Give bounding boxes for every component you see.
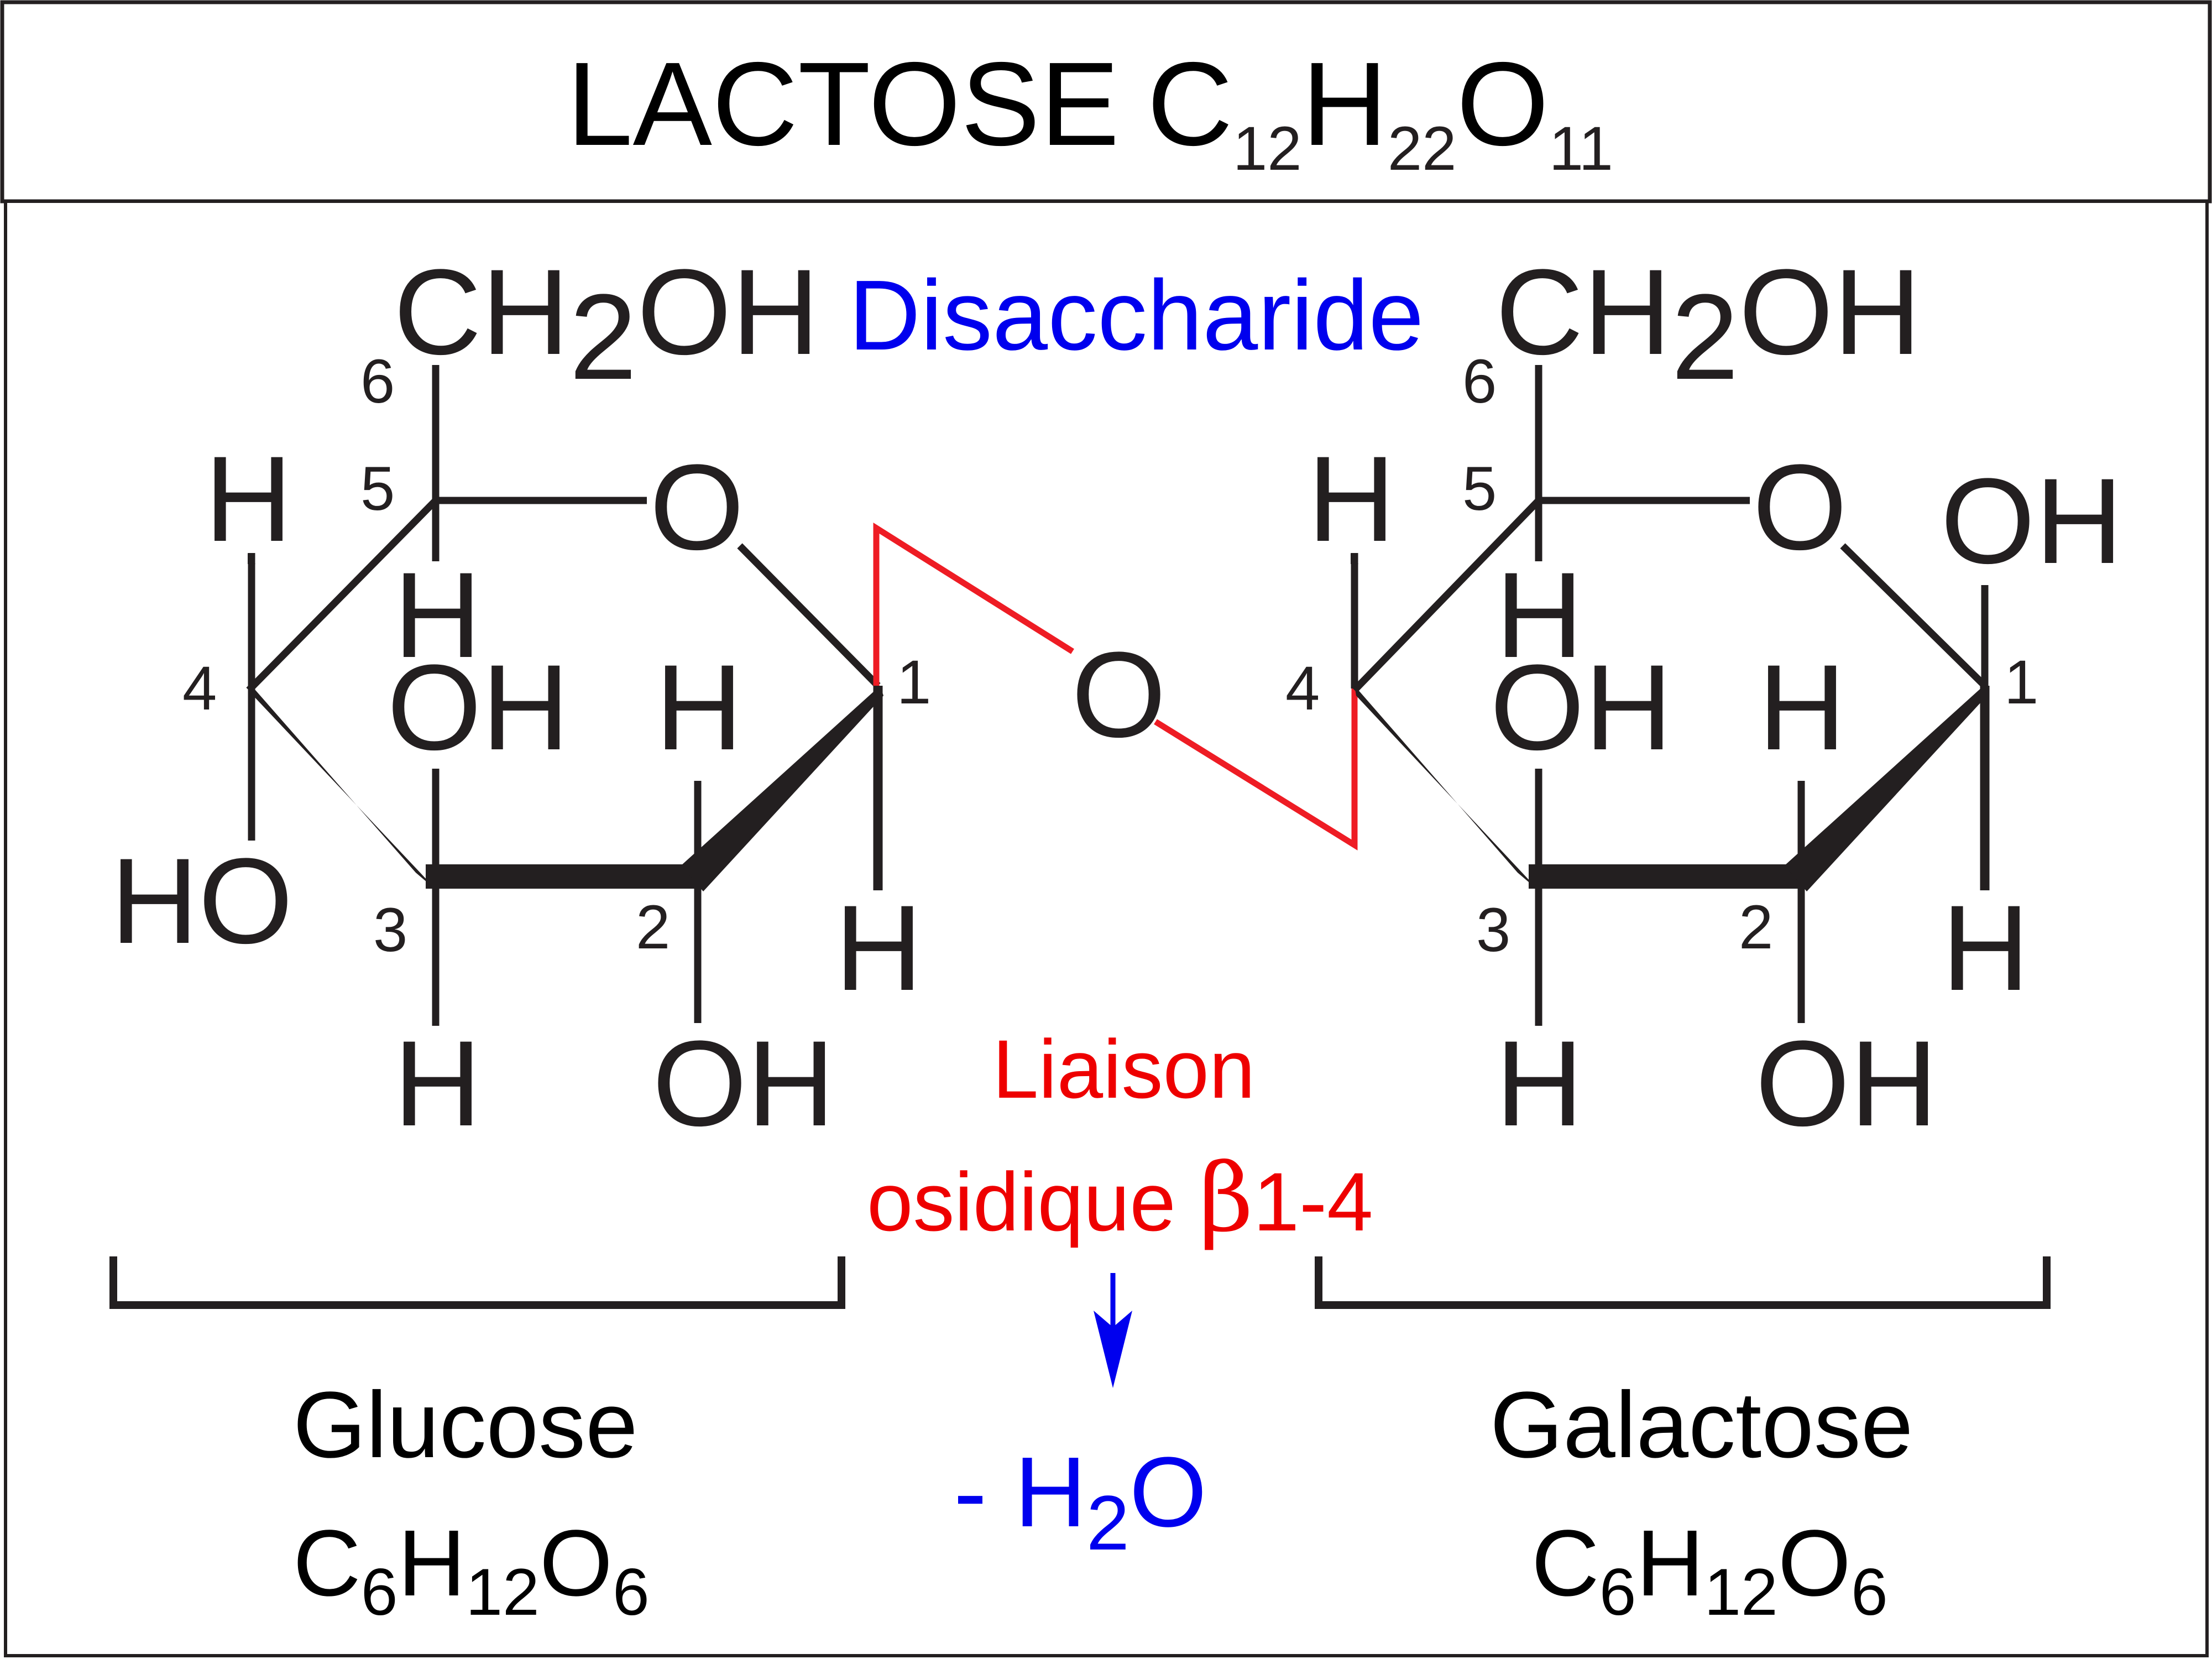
galactose-oh-c3: OH (1490, 639, 1672, 775)
galactose-name: Galactose (1490, 1373, 1913, 1478)
glucose-ch2oh: CH2OH (394, 244, 819, 405)
glucose-carbon-1: 1 (897, 648, 931, 717)
galactose-formula: C6H12O6 (1531, 1511, 1888, 1629)
bridge-oxygen: O (1071, 627, 1166, 763)
glucose-ho-c4: HO (111, 833, 293, 969)
galactose-h-c3: H (1495, 1015, 1583, 1151)
glucose-carbon-6: 6 (360, 347, 395, 416)
galactose-carbon-3: 3 (1476, 895, 1510, 964)
galactose-ring-oxygen: O (1753, 439, 1847, 575)
glucose-labels: CH2OH O H H OH H HO H H OH 6 5 4 3 2 1 (111, 244, 931, 1151)
galactose-structure (1351, 365, 1990, 1026)
galactose-carbon-5: 5 (1462, 454, 1497, 523)
galactose-h-c4: H (1308, 431, 1395, 567)
title-name: LACTOSE (567, 37, 1120, 170)
glucose-carbon-5: 5 (360, 454, 395, 523)
glucose-o-c1-bond (737, 543, 881, 688)
galactose-c2-c1-wedge (1785, 686, 1987, 891)
galactose-oh-c1: OH (1941, 453, 2123, 589)
glucose-formula: C6H12O6 (293, 1511, 650, 1629)
galactose-carbon-1: 1 (2004, 648, 2038, 717)
galactose-h-c1: H (1942, 880, 2030, 1016)
glucose-h-c4: H (205, 431, 292, 567)
title-frame (0, 0, 2212, 204)
galactose-h-c5: H (1495, 547, 1583, 683)
glucose-bracket (109, 1256, 845, 1309)
galactose-ch2oh: CH2OH (1495, 244, 1921, 405)
galactose-h-c2-top: H (1758, 639, 1846, 775)
galactose-o-c1-bond (1840, 543, 1988, 688)
water-loss-label: - H2O (954, 1437, 1207, 1566)
glucose-h-c1: H (835, 880, 923, 1016)
glucose-h-c5: H (394, 547, 482, 683)
galactose-c4-wedge-tip (1351, 553, 1358, 564)
disaccharide-label: Disaccharide (849, 260, 1424, 371)
galactose-carbon-2: 2 (1739, 893, 1773, 962)
glycosidic-bond-glucose-side (873, 523, 1074, 686)
glucose-h-c3: H (394, 1015, 482, 1151)
galactose-carbon-4: 4 (1285, 654, 1320, 723)
linkage-label-line1: Liaison (992, 1022, 1255, 1115)
galactose-bracket (1315, 1256, 2051, 1309)
glucose-c2-c1-wedge (681, 686, 883, 891)
glucose-ring-oxygen: O (650, 439, 744, 575)
glucose-h-c2-top: H (655, 639, 743, 775)
glucose-c4-wedge-tip (248, 553, 255, 564)
down-arrow-icon (1094, 1273, 1132, 1388)
glucose-oh-c2: OH (652, 1015, 835, 1151)
glucose-name: Glucose (293, 1373, 638, 1478)
galactose-c5-c4-bond (1352, 498, 1541, 693)
glucose-structure (246, 365, 883, 1026)
galactose-labels: CH2OH O OH H H OH H H H OH 6 5 4 3 2 1 (1285, 244, 2123, 1151)
glucose-c5-c4-bond (246, 498, 438, 693)
diagram-frame (4, 200, 2209, 1657)
glucose-oh-c3: OH (387, 639, 569, 775)
galactose-oh-c2: OH (1755, 1015, 1938, 1151)
glucose-carbon-4: 4 (182, 654, 217, 723)
glucose-carbon-2: 2 (636, 893, 670, 962)
glycosidic-bond-galactose-side (1154, 686, 1358, 851)
glucose-carbon-3: 3 (373, 895, 407, 964)
galactose-carbon-6: 6 (1462, 347, 1497, 416)
linkage-label-line2: osidique β1-4 (867, 1144, 1373, 1253)
